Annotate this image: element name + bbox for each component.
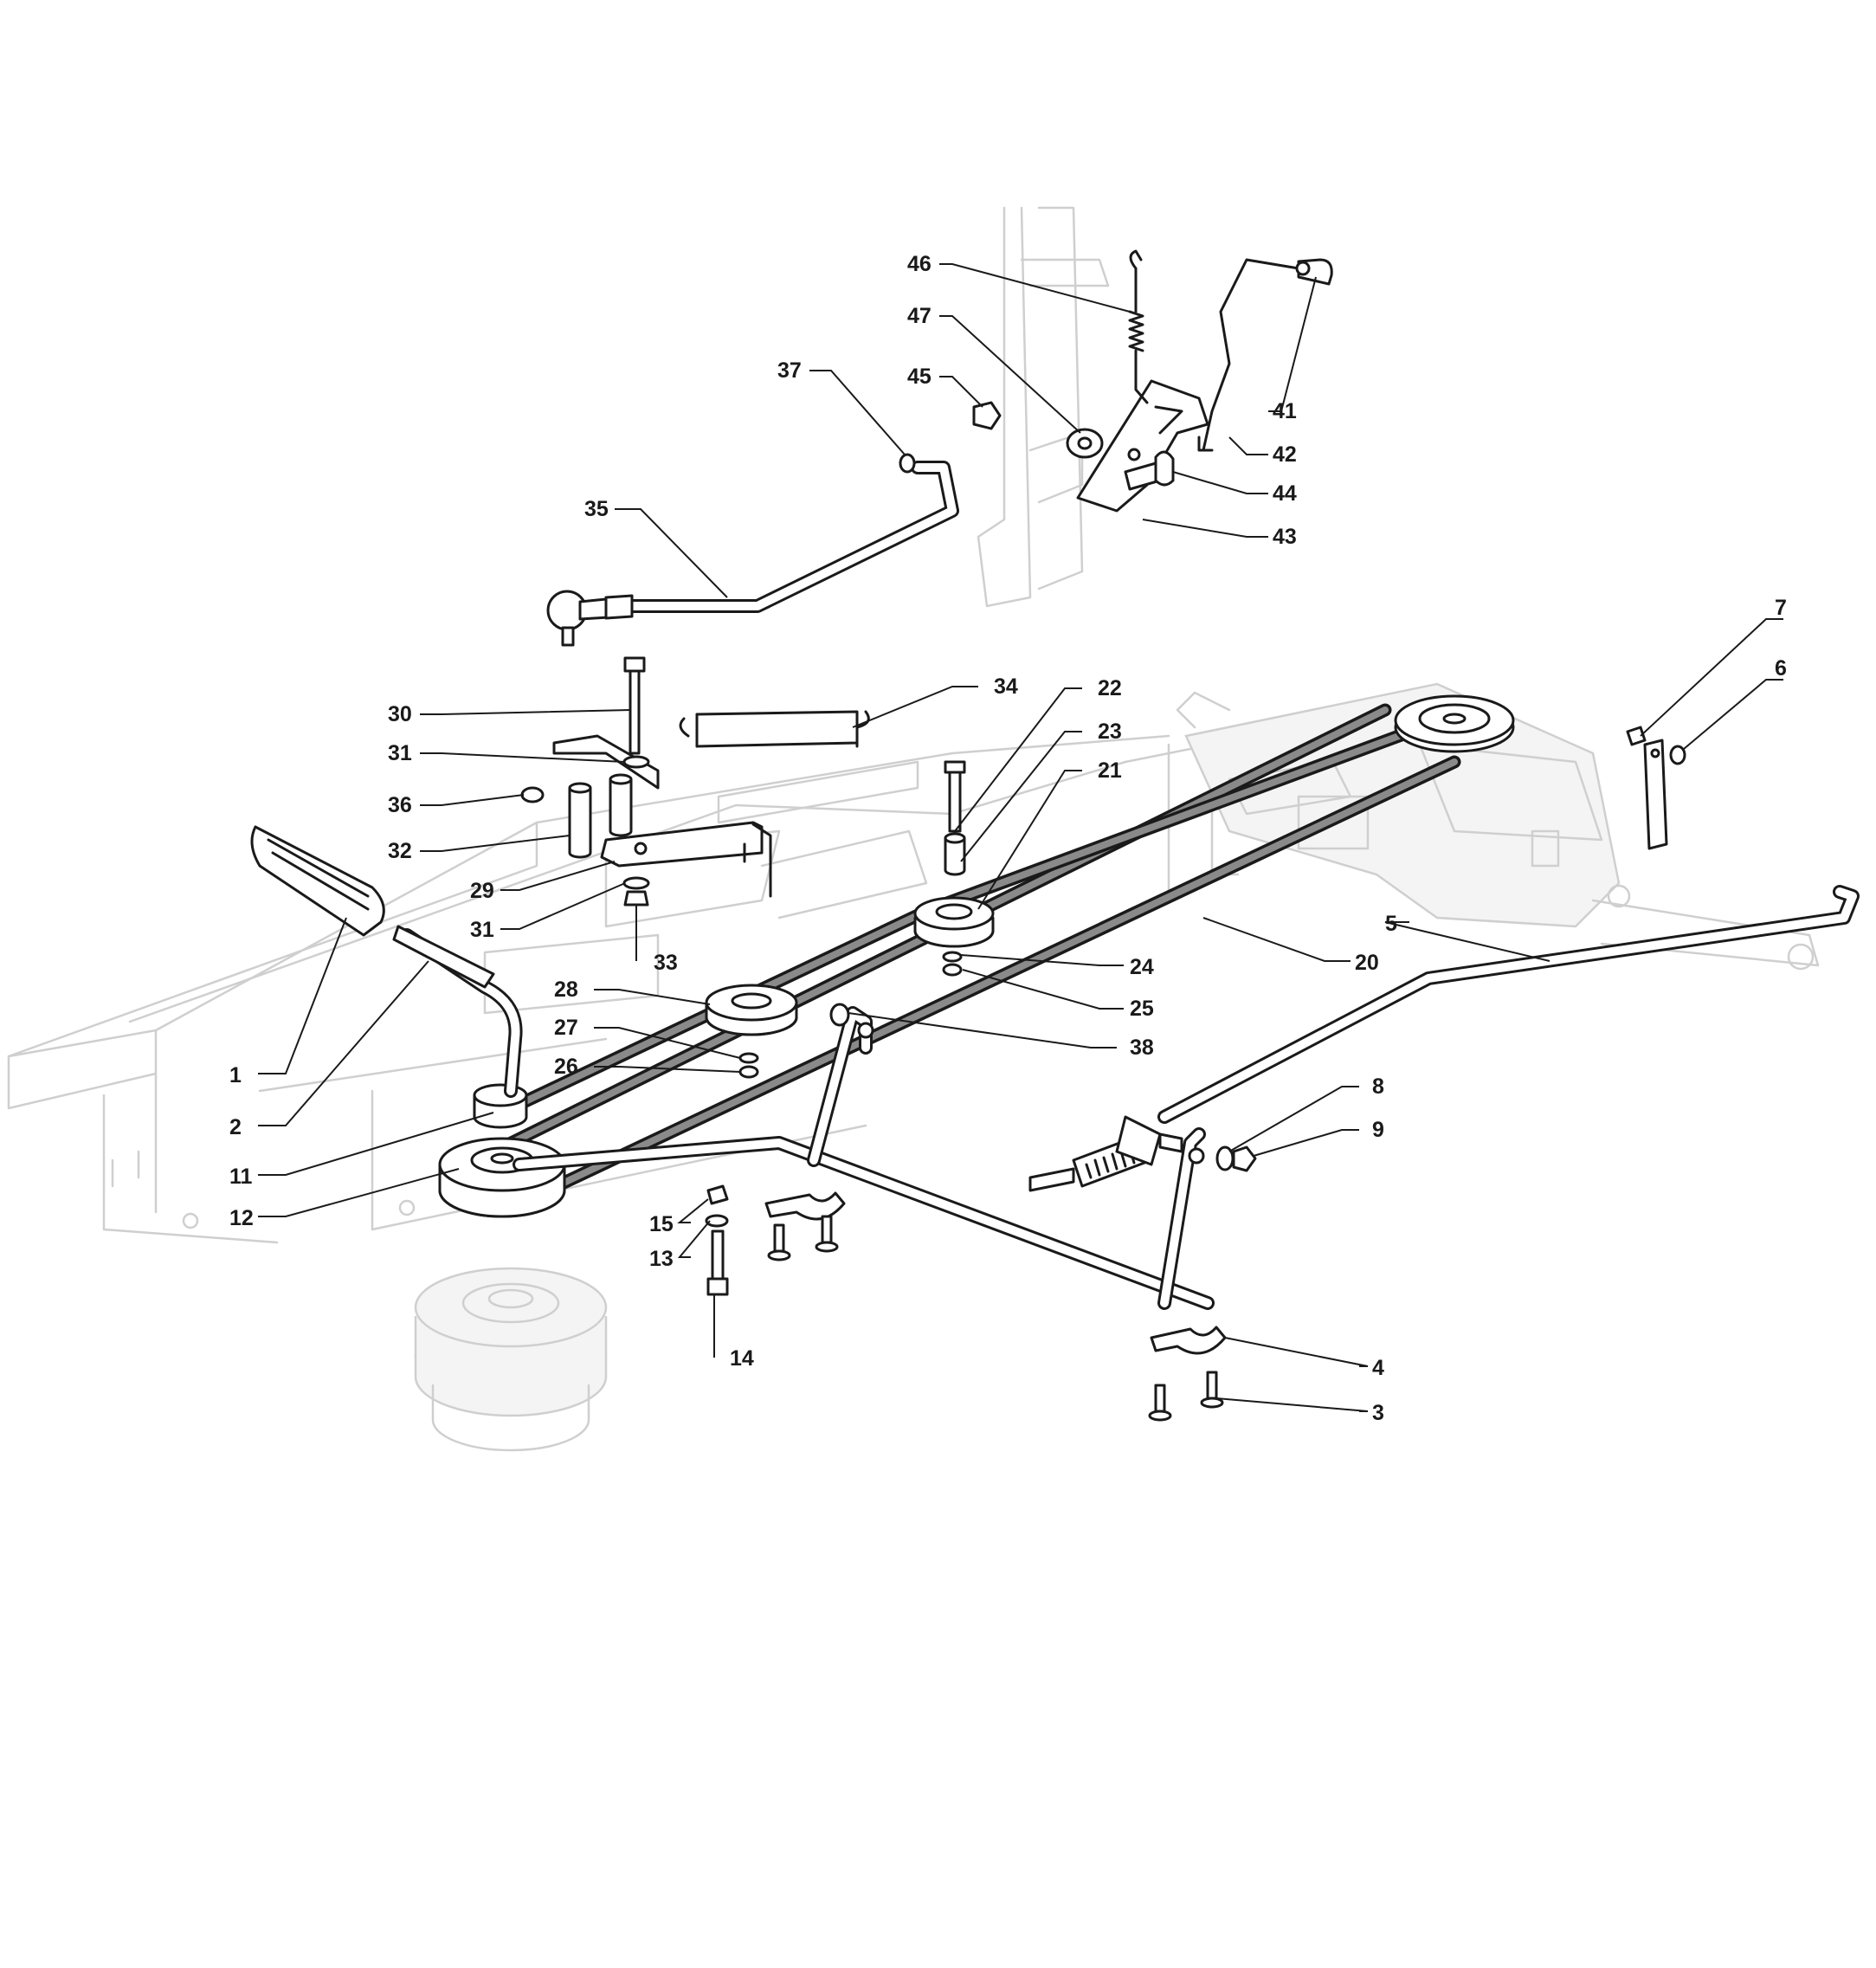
clip-37 (899, 453, 916, 474)
callout-5: 5 (1385, 912, 1397, 936)
callout-33: 33 (654, 951, 678, 975)
callout-29: 29 (470, 879, 494, 903)
callout-34: 34 (994, 674, 1018, 699)
nut-26 (738, 1065, 759, 1079)
control-rod (546, 461, 959, 647)
screw-3-left-a (767, 1223, 791, 1261)
lever-plate (1076, 379, 1209, 513)
lever-grip (1295, 258, 1333, 286)
lever-rod (1197, 258, 1300, 452)
callout-31-bottom: 31 (470, 918, 494, 942)
callout-12: 12 (229, 1206, 254, 1230)
cross-shaft (513, 1006, 1215, 1310)
steering-column-background (977, 206, 1110, 608)
callout-6: 6 (1775, 656, 1787, 681)
pedal-pad (250, 825, 385, 937)
nut-25 (942, 963, 963, 977)
callout-43: 43 (1273, 525, 1297, 549)
spacer-11 (473, 1083, 528, 1129)
spacer-32 (568, 782, 592, 859)
callout-30: 30 (388, 702, 412, 726)
spacer-32-back (609, 773, 633, 837)
linkage-rod (1157, 885, 1860, 1124)
spring-46 (1128, 249, 1149, 404)
nut-9 (1232, 1145, 1257, 1172)
nut-45 (972, 401, 1002, 430)
idler-arm (600, 821, 772, 898)
screw-3-right-b (1200, 1371, 1224, 1409)
callout-38: 38 (1130, 1036, 1154, 1060)
idler-pulley-21 (913, 896, 995, 948)
callout-42: 42 (1273, 442, 1297, 467)
callout-2: 2 (229, 1115, 242, 1139)
chassis-frame-background (7, 734, 1240, 1244)
bracket-30 (552, 734, 660, 790)
callout-14: 14 (730, 1346, 754, 1371)
callout-24: 24 (1130, 955, 1154, 979)
knob-bolt (1124, 450, 1175, 491)
spacer-23 (944, 832, 966, 876)
callout-28: 28 (554, 978, 578, 1002)
callout-26: 26 (554, 1055, 578, 1079)
washer-13 (705, 1214, 729, 1228)
callout-46: 46 (907, 252, 932, 276)
bracket-4-right (1150, 1326, 1227, 1355)
bolt-14 (706, 1229, 729, 1296)
callout-44: 44 (1273, 481, 1297, 506)
bolt-22 (944, 760, 966, 833)
callout-35: 35 (584, 497, 609, 521)
callout-1: 1 (229, 1063, 242, 1087)
screw-3-left-b (815, 1215, 839, 1253)
pedal-arm (392, 925, 523, 1098)
screw-3-right-a (1148, 1384, 1172, 1422)
callout-36: 36 (388, 793, 412, 817)
callout-13: 13 (649, 1247, 674, 1271)
clip-15 (706, 1184, 729, 1205)
transmission-pulley (1394, 694, 1515, 753)
callout-41: 41 (1273, 399, 1297, 423)
washer-38 (829, 1003, 850, 1027)
callout-45: 45 (907, 365, 932, 389)
callout-4: 4 (1372, 1356, 1384, 1380)
tension-spring (679, 710, 870, 748)
callout-22: 22 (1098, 676, 1122, 700)
washer-47 (1066, 428, 1104, 459)
callout-11: 11 (229, 1165, 253, 1189)
callouts: 1 2 11 12 3 4 5 6 7 8 9 13 14 15 20 21 2… (229, 252, 1787, 1425)
callout-32: 32 (388, 839, 412, 863)
callout-9: 9 (1372, 1118, 1384, 1142)
callout-37: 37 (777, 358, 802, 383)
engine-pulley (438, 1137, 566, 1218)
callout-7: 7 (1775, 596, 1787, 620)
idler-pulley-28 (705, 984, 798, 1036)
callout-20: 20 (1355, 951, 1379, 975)
nut-36 (520, 786, 545, 803)
washer-24 (942, 951, 963, 963)
bracket-4-left (764, 1191, 846, 1221)
clip-7 (1626, 726, 1647, 746)
callout-15: 15 (649, 1212, 674, 1236)
washer-31-bottom (622, 876, 650, 890)
callout-47: 47 (907, 304, 932, 328)
callout-31-top: 31 (388, 741, 412, 765)
callout-8: 8 (1372, 1074, 1384, 1099)
electric-clutch-background (414, 1267, 608, 1452)
leader-lines (258, 263, 1783, 1412)
callout-3: 3 (1372, 1401, 1384, 1425)
callout-21: 21 (1098, 758, 1122, 783)
washer-27 (738, 1052, 759, 1064)
bolt-30 (623, 656, 646, 755)
transmission-lever (1643, 739, 1668, 850)
callout-25: 25 (1130, 997, 1154, 1021)
washer-31-top (622, 755, 650, 769)
callout-23: 23 (1098, 719, 1122, 744)
washer-6 (1669, 745, 1686, 765)
rod-spring-assembly (1028, 1115, 1183, 1192)
nut-33 (623, 890, 649, 907)
callout-27: 27 (554, 1016, 578, 1040)
